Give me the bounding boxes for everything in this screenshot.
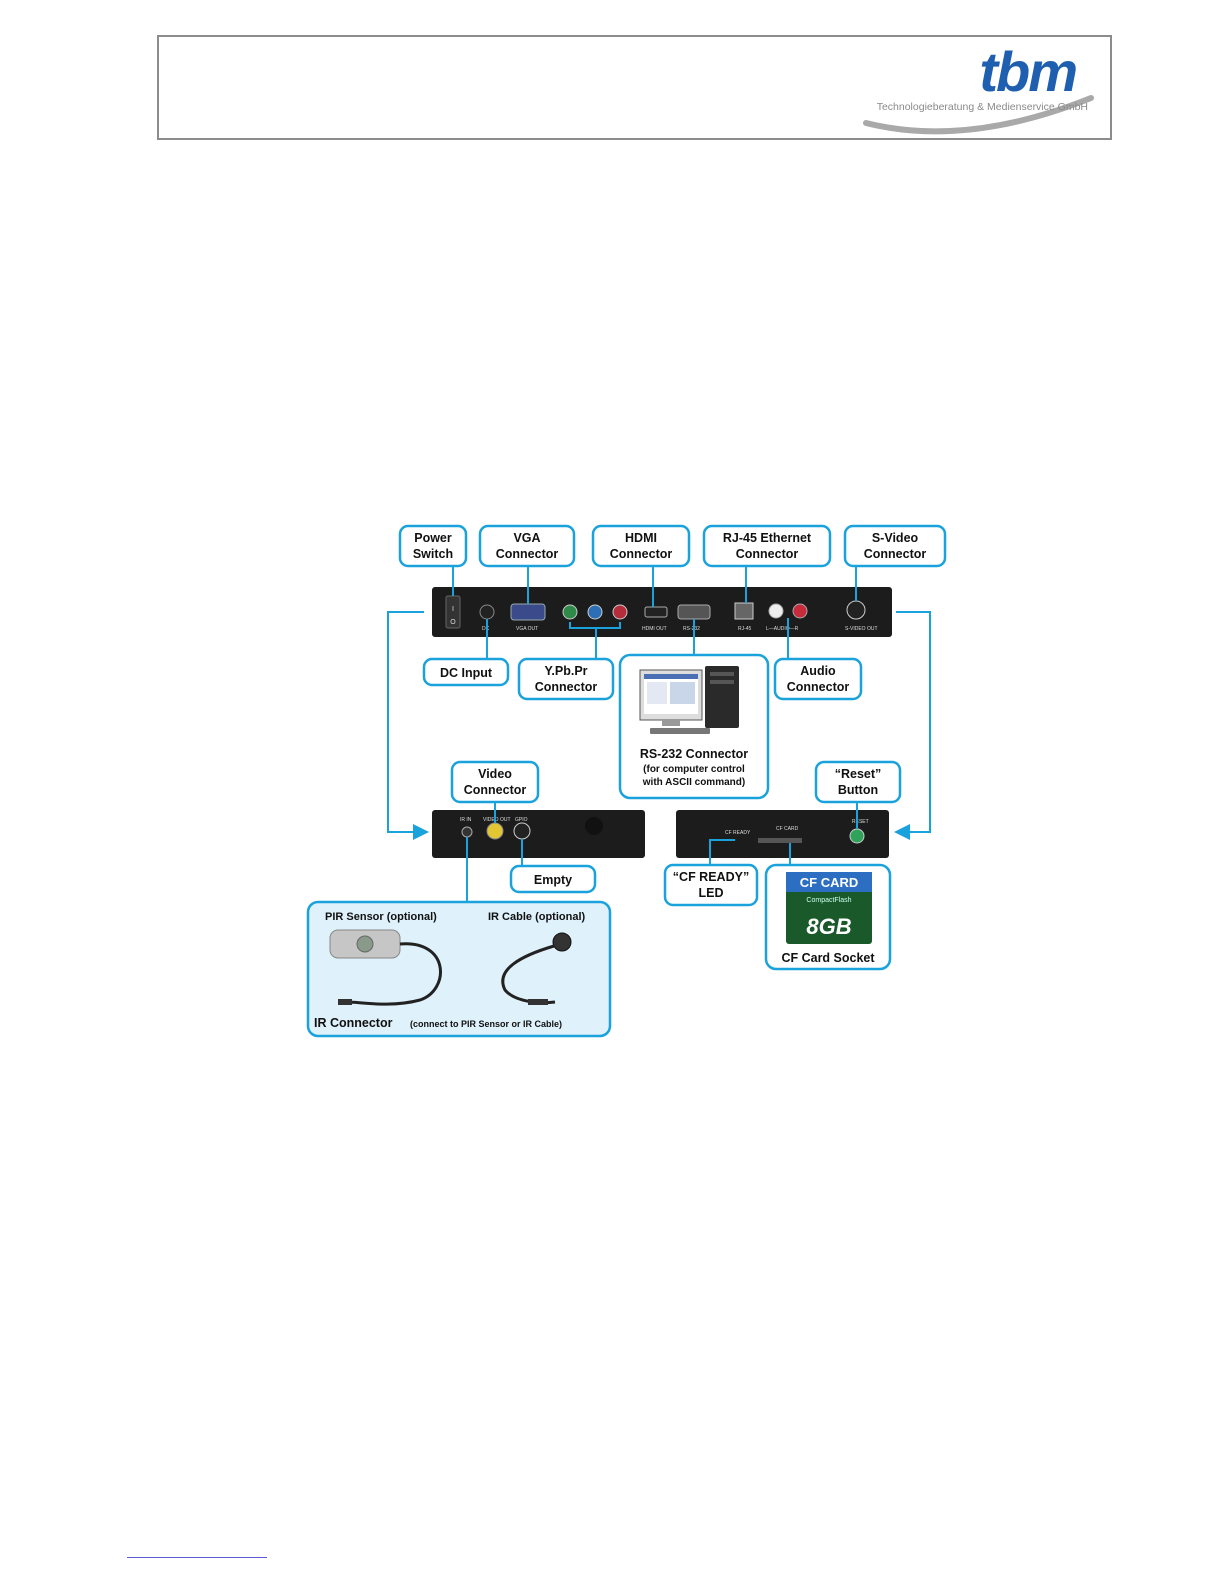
front-panel-right-device: CF READY CF CARD RESET [676, 810, 889, 858]
callout-audio: Audio Connector [773, 657, 863, 701]
callout-ypbpr-line2: Connector [535, 680, 598, 694]
company-logo: tbm Technologieberatung & Medienservice … [856, 40, 1096, 135]
panel-label-cf-card: CF CARD [776, 826, 799, 832]
ir-connector-note: (connect to PIR Sensor or IR Cable) [410, 1019, 562, 1029]
reset-button[interactable] [849, 828, 865, 844]
callout-rs232-line2: (for computer control [643, 764, 745, 775]
callout-svideo: S-Video Connector [843, 524, 947, 568]
pir-sensor-label: PIR Sensor (optional) [325, 911, 437, 923]
callout-rs232: RS-232 Connector (for computer control w… [618, 653, 770, 800]
front-panel-left-device: IR IN VIDEO OUT GPIO [432, 810, 645, 858]
logo-word: tbm [979, 40, 1078, 103]
callout-rj45-line1: RJ-45 Ethernet [723, 531, 812, 545]
computer-icon [639, 666, 739, 734]
callout-reset: “Reset” Button [814, 760, 902, 804]
pir-sensor-image [329, 929, 442, 1006]
dc-input-port[interactable] [479, 604, 495, 620]
vga-port[interactable] [510, 603, 546, 621]
svg-text:O: O [450, 619, 456, 626]
cf-card-slot[interactable] [758, 838, 802, 843]
cf-card-capacity: 8GB [806, 914, 851, 939]
audio-left-port[interactable] [768, 603, 784, 619]
logo-tagline: Technologieberatung & Medienservice GmbH [876, 101, 1088, 113]
svg-text:I: I [452, 606, 454, 613]
pr-port[interactable] [612, 604, 628, 620]
ir-cable-image [501, 932, 572, 1005]
footer-rule [127, 1557, 267, 1558]
callout-cf-socket: CF CARD CompactFlash 8GB CF Card Socket [764, 863, 892, 971]
ir-connector-box: PIR Sensor (optional) IR Cable (optional… [306, 900, 612, 1038]
callout-ypbpr: Y.Pb.Pr Connector [517, 657, 615, 701]
y-port[interactable] [562, 604, 578, 620]
cf-card-image: CF CARD CompactFlash 8GB [786, 872, 872, 944]
callout-dc-input: DC Input [422, 657, 510, 687]
callout-svideo-line2: Connector [864, 547, 927, 561]
callout-reset-line2: Button [838, 783, 878, 797]
callout-rs232-line1: RS-232 Connector [640, 747, 748, 761]
panel-label-hdmi-out: HDMI OUT [642, 626, 667, 632]
callout-dc-input-line1: DC Input [440, 666, 493, 680]
callout-cf-socket-line1: CF Card Socket [781, 951, 875, 965]
panel-label-ir-in: IR IN [460, 817, 472, 823]
panel-label-svideo: S-VIDEO OUT [845, 626, 878, 632]
callout-reset-line1: “Reset” [835, 767, 882, 781]
panel-label-gpio: GPIO [515, 817, 528, 823]
callout-vga: VGA Connector [478, 524, 576, 568]
callout-cf-ready-line2: LED [699, 886, 724, 900]
callout-ypbpr-line1: Y.Pb.Pr [544, 664, 587, 678]
panel-label-video-out: VIDEO OUT [483, 817, 511, 823]
leader-lines [387, 565, 931, 902]
callout-video: Video Connector [450, 760, 540, 804]
panel-label-rs232: RS-232 [683, 626, 700, 632]
callout-vga-line2: Connector [496, 547, 559, 561]
hdmi-port[interactable] [644, 606, 668, 618]
connector-diagram: I O DC VGA OUT HDMI OUT RS-232 RJ-45 L—A… [306, 524, 947, 1038]
callout-hdmi: HDMI Connector [591, 524, 691, 568]
callout-video-line1: Video [478, 767, 512, 781]
callout-rs232-line3: with ASCII command) [642, 777, 745, 788]
callout-audio-line2: Connector [787, 680, 850, 694]
callout-audio-line1: Audio [800, 664, 836, 678]
callout-cf-ready-line1: “CF READY” [673, 870, 749, 884]
callout-empty-line1: Empty [534, 873, 572, 887]
cf-card-type: CompactFlash [806, 897, 851, 904]
audio-right-port[interactable] [792, 603, 808, 619]
logo-swoosh [863, 95, 1094, 135]
callout-svideo-line1: S-Video [872, 531, 919, 545]
callout-power-switch-line1: Power [414, 531, 452, 545]
callout-vga-line1: VGA [513, 531, 540, 545]
callout-hdmi-line1: HDMI [625, 531, 657, 545]
svideo-port[interactable] [846, 600, 866, 620]
ir-cable-label: IR Cable (optional) [488, 911, 586, 923]
panel-label-cf-ready: CF READY [725, 830, 751, 836]
video-out-port[interactable] [486, 822, 504, 840]
page-header: tbm Technologieberatung & Medienservice … [157, 35, 1112, 140]
panel-label-rj45: RJ-45 [738, 626, 752, 632]
callout-rj45: RJ-45 Ethernet Connector [702, 524, 832, 568]
callout-power-switch: Power Switch [398, 524, 468, 568]
rear-panel-device: I O DC VGA OUT HDMI OUT RS-232 RJ-45 L—A… [432, 587, 892, 637]
ir-in-port[interactable] [461, 826, 473, 838]
callout-video-line2: Connector [464, 783, 527, 797]
gpio-port[interactable] [513, 822, 531, 840]
callout-cf-ready: “CF READY” LED [663, 863, 759, 907]
rj45-port[interactable] [734, 602, 754, 620]
rs232-port[interactable] [677, 604, 711, 620]
ir-connector-title: IR Connector [314, 1016, 393, 1030]
pb-port[interactable] [587, 604, 603, 620]
callout-power-switch-line2: Switch [413, 547, 453, 561]
panel-label-reset: RESET [852, 819, 869, 825]
panel-label-audio: L—AUDIO—R [766, 626, 799, 632]
blank-knob [585, 817, 603, 835]
callout-empty: Empty [509, 864, 597, 894]
panel-label-vga-out: VGA OUT [516, 626, 538, 632]
cf-card-brand: CF CARD [800, 875, 859, 890]
panel-label-dc: DC [482, 626, 490, 632]
callout-rj45-line2: Connector [736, 547, 799, 561]
callout-hdmi-line2: Connector [610, 547, 673, 561]
